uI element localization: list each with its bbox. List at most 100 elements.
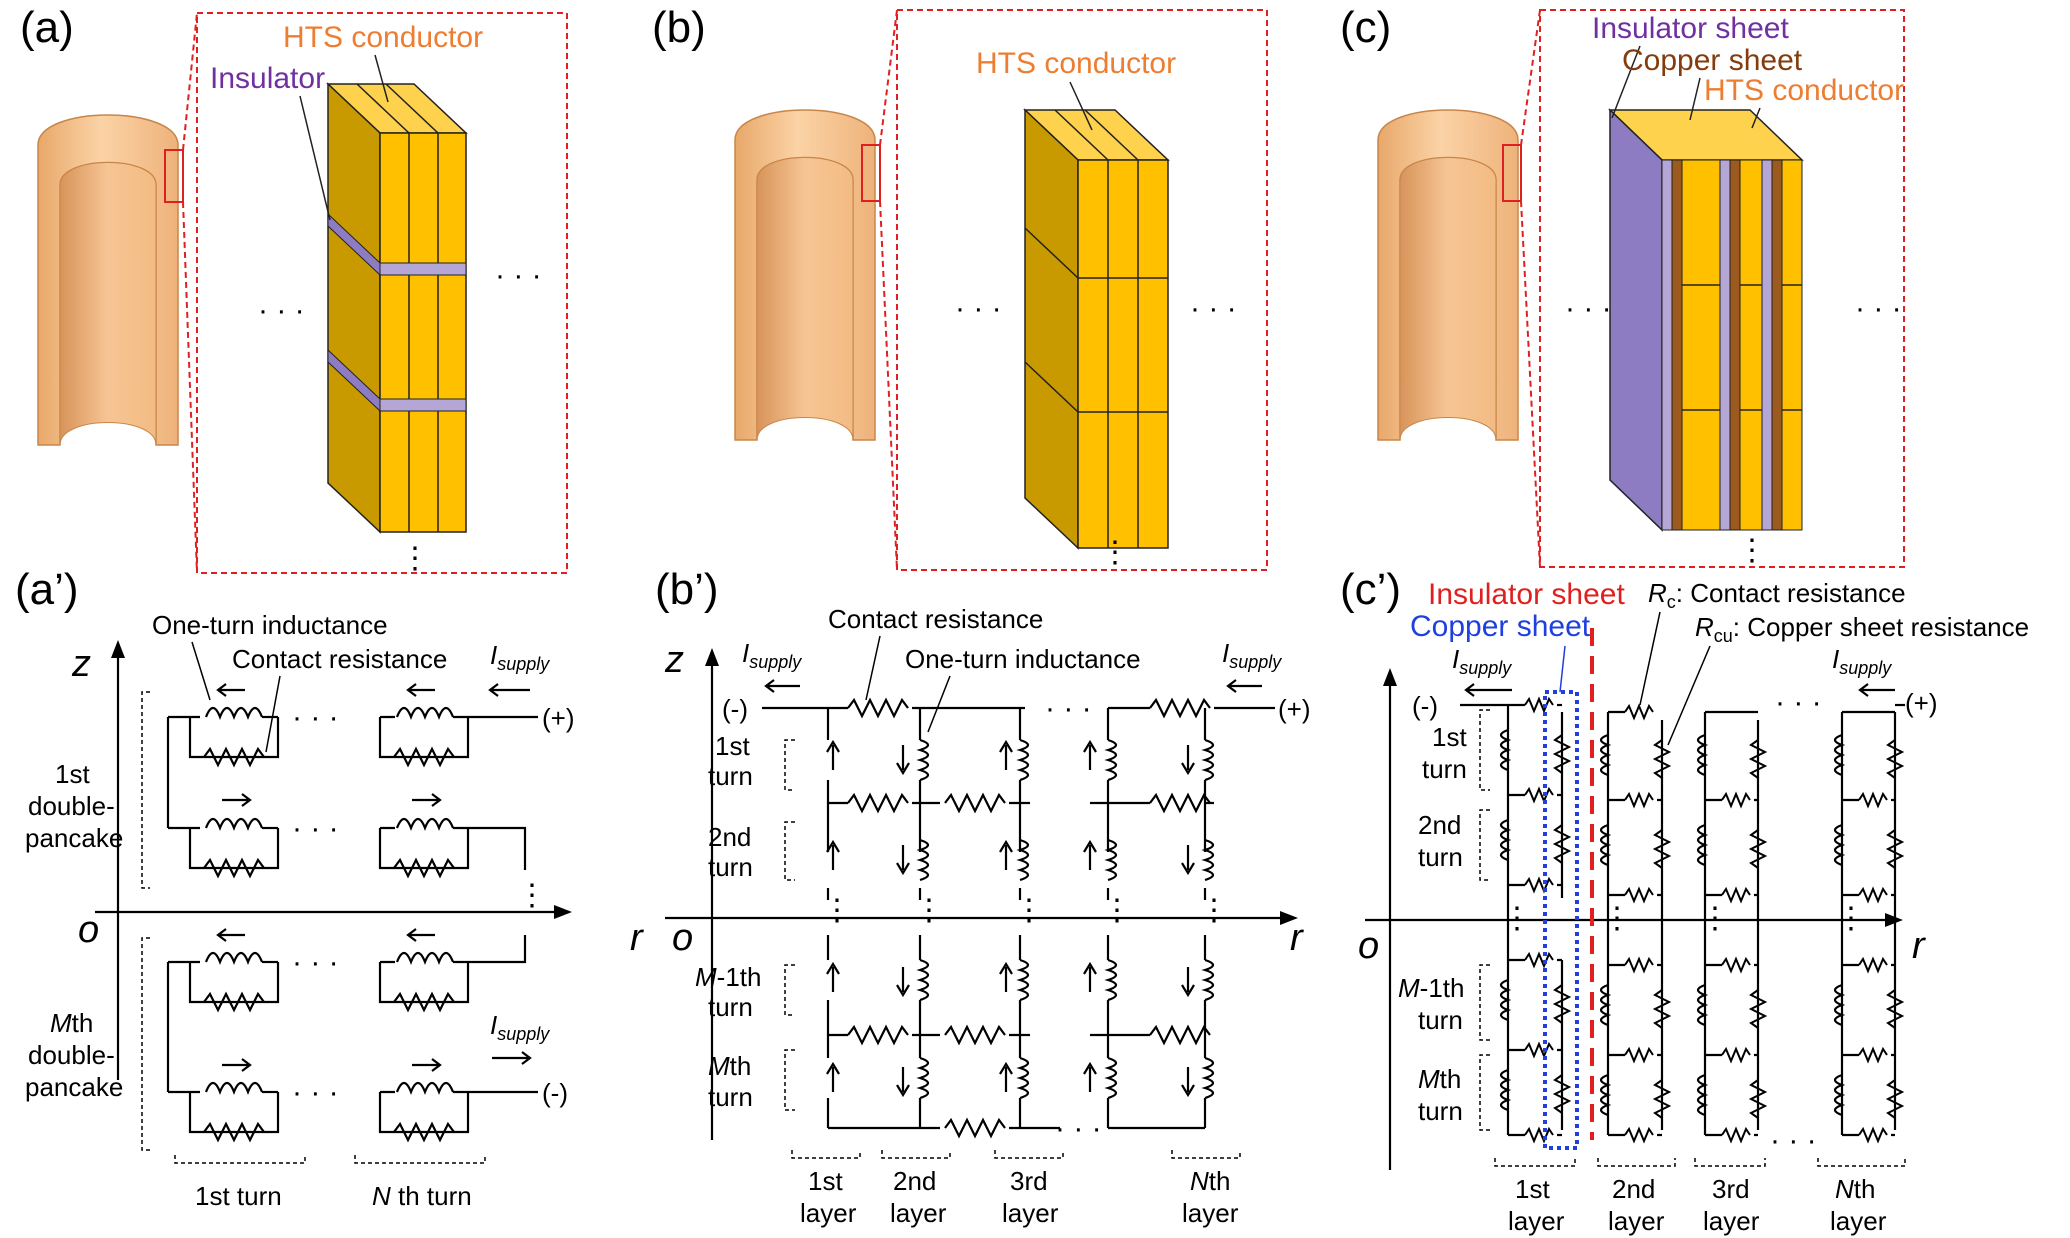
label-copper-sheet-c: Copper sheet [1622,44,1803,77]
dots-row2-a: · · · [292,812,339,845]
dots-right-b: · · · [1190,292,1237,325]
dots-row3-a: · · · [292,946,339,979]
label-insulator-sheet-c2: Insulator sheet [1428,578,1625,611]
label-b-1st-turn-a: 1st [715,731,750,761]
label-minus-b: (-) [722,694,748,724]
label-c-3rd-layer-a: 3rd [1712,1174,1750,1204]
coil-tube-b [734,109,876,441]
circuit-c: (c’) o r [1340,565,2029,1236]
label-c-2nd-layer-b: layer [1608,1206,1665,1236]
label-rc: Rc: Contact resistance [1648,578,1906,612]
axis-r-b: r [630,917,644,959]
label-c-2nd-layer-a: 2nd [1612,1174,1655,1204]
label-hts-conductor-c: HTS conductor [1704,74,1904,107]
vdots-c1: ⋮ [1502,902,1532,935]
hts-stack-a [326,82,468,534]
vdots-b3: ⋮ [1014,894,1044,927]
axis-o-a: o [78,909,99,951]
dots-row4-a: · · · [292,1076,339,1109]
label-c-1st-layer-b: layer [1508,1206,1565,1236]
panel-label-b2: (b’) [655,565,719,614]
vdots-a: ⋮ [400,542,430,575]
vdots-b5: ⋮ [1199,894,1229,927]
label-rcu: Rcu: Copper sheet resistance [1695,612,2029,646]
hts-stack-c [1608,108,1804,532]
dots-top-c: · · · [1775,686,1822,719]
vdots-c3: ⋮ [1700,902,1730,935]
label-copper-sheet-c2: Copper sheet [1410,610,1591,643]
panel-label-a2: (a’) [15,565,79,614]
axis-r2-b: r [1290,917,1304,959]
label-b-m1th-turn-a: M-1th [695,962,761,992]
label-isupply-b-right: Isupply [1222,638,1282,672]
label-c-1st-turn-a: 1st [1432,722,1467,752]
dots-left-a: · · · [258,294,305,327]
label-c-mth-turn-b: turn [1418,1096,1463,1126]
label-isupply-c-right: Isupply [1832,644,1892,678]
dots-left-b: · · · [955,292,1002,325]
panel-label-c: (c) [1340,3,1391,52]
label-c-mth-turn-a: Mth [1418,1064,1461,1094]
label-mth-dp-c: pancake [25,1072,123,1102]
axis-o-b: o [672,917,693,959]
label-b-1st-layer-a: 1st [808,1166,843,1196]
panel-label-b: (b) [652,3,706,52]
label-b-nth-layer-b: layer [1182,1198,1239,1228]
label-b-3rd-layer-b: layer [1002,1198,1059,1228]
dots-bottom-c: · · · [1770,1124,1817,1157]
label-1st-dp-a: 1st [55,759,90,789]
label-b-2nd-layer-b: layer [890,1198,947,1228]
label-b-3rd-layer-a: 3rd [1010,1166,1048,1196]
dots-top-b: · · · [1045,692,1092,725]
label-insulator-sheet-c: Insulator sheet [1592,12,1789,45]
label-hts-conductor-b: HTS conductor [976,47,1176,80]
label-c-1st-turn-b: turn [1422,754,1467,784]
label-b-1st-turn-b: turn [708,761,753,791]
label-b-2nd-turn-a: 2nd [708,822,751,852]
zoom-frame-c [1539,9,1905,568]
vdots-a2: ⋮ [517,879,547,912]
label-c-1st-layer-a: 1st [1515,1174,1550,1204]
label-b-1st-layer-b: layer [800,1198,857,1228]
zoom-box-b [861,144,881,202]
dots-left-c: · · · [1565,292,1612,325]
panel-label-c2: (c’) [1340,565,1401,614]
label-isupply-c-left: Isupply [1452,644,1512,678]
zoom-box-a [164,149,184,203]
vdots-b2: ⋮ [914,894,944,927]
label-b-m1th-turn-b: turn [708,992,753,1022]
label-plus-c: (+) [1905,688,1938,718]
label-hts-conductor-a: HTS conductor [283,21,483,54]
label-b-2nd-turn-b: turn [708,852,753,882]
zoom-frame-a [196,12,568,574]
label-nth-turn-a: N th turn [372,1181,472,1211]
coil-tube-c [1377,109,1519,441]
label-b-mth-turn-b: turn [708,1082,753,1112]
vdots-c2: ⋮ [1602,902,1632,935]
dots-row1-a: · · · [292,701,339,734]
label-isupply-b-left: Isupply [742,638,802,672]
circuit-a: (a’) z o [15,565,575,1211]
label-isupply-a-bottom: Isupply [490,1010,550,1044]
vdots-c: ⋮ [1737,534,1767,567]
label-contact-resistance-b: Contact resistance [828,604,1043,634]
vdots-b1: ⋮ [822,894,852,927]
label-1st-turn-a: 1st turn [195,1181,282,1211]
label-mth-dp-a: Mth [50,1008,93,1038]
label-insulator-a: Insulator [210,62,325,95]
label-1st-dp-b: double- [28,791,115,821]
label-c-m1th-turn-a: M-1th [1398,973,1464,1003]
coil-tube-a [37,114,179,446]
axis-z-b: z [664,639,684,681]
label-contact-resistance-a: Contact resistance [232,644,447,674]
label-plus-b: (+) [1278,694,1311,724]
label-one-turn-inductance-b: One-turn inductance [905,644,1141,674]
label-c-2nd-turn-b: turn [1418,842,1463,872]
copper-sheet-box [1543,690,1579,1150]
label-mth-dp-b: double- [28,1040,115,1070]
dots-right-c: · · · [1855,292,1902,325]
label-1st-dp-c: pancake [25,823,123,853]
label-b-nth-layer-a: Nth [1190,1166,1230,1196]
circuit-b: (b’) z r o r [630,565,1311,1228]
